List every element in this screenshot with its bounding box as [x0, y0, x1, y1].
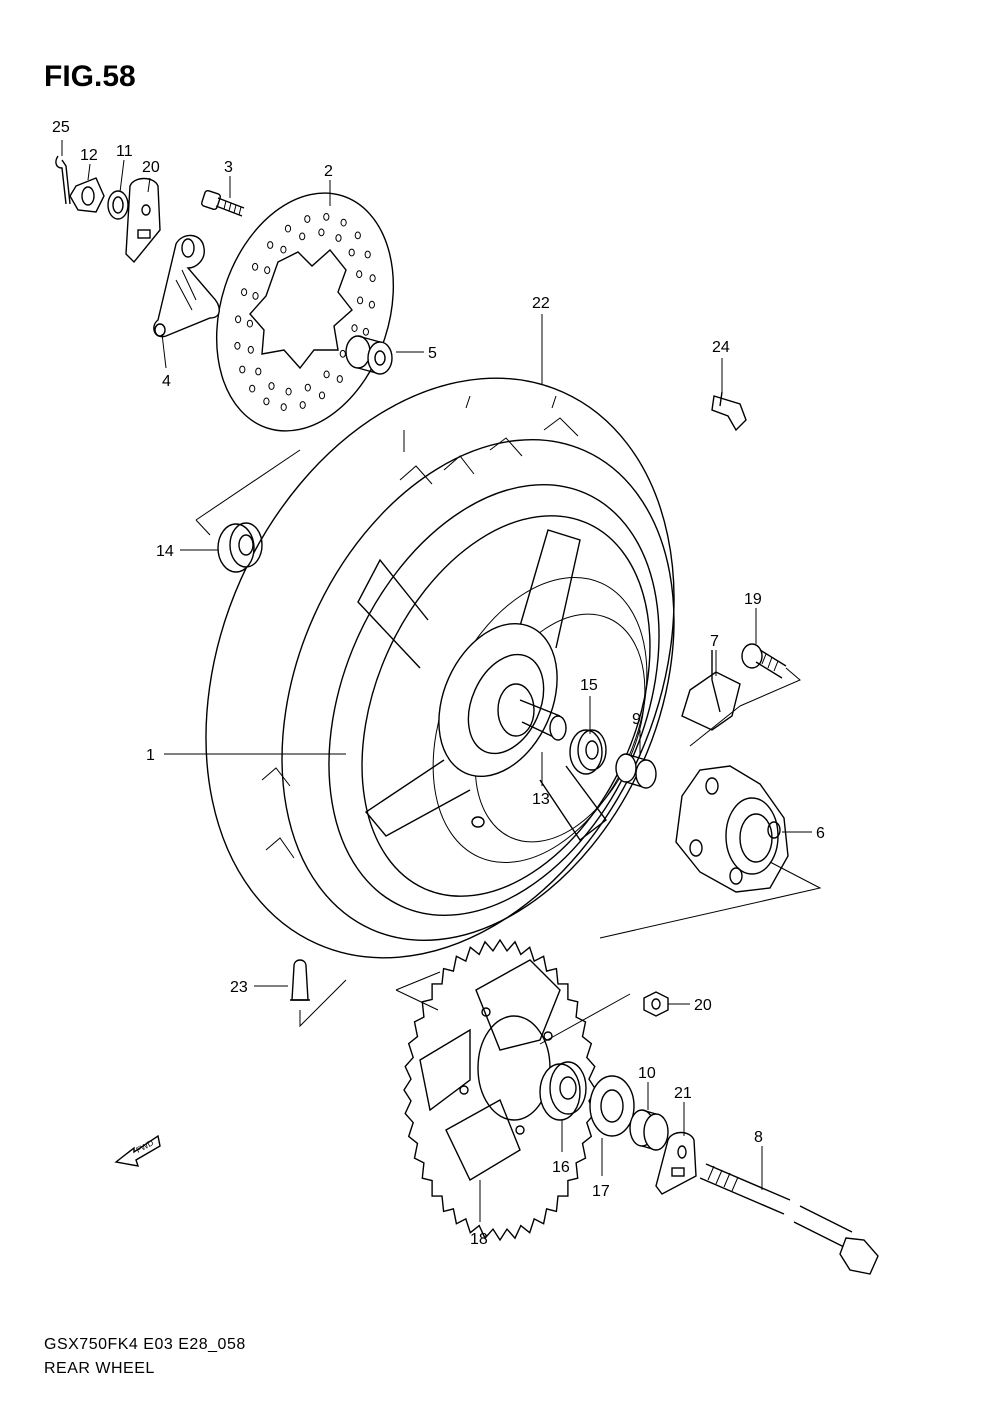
brake-disc — [215, 192, 395, 432]
air-valve — [290, 959, 310, 1001]
sprocket-nut — [643, 991, 669, 1017]
label-16: 16 — [552, 1159, 570, 1176]
caliper-bolt — [200, 189, 245, 217]
disc-hole — [357, 296, 364, 305]
disc-hole — [255, 367, 262, 376]
label-2: 2 — [324, 163, 333, 180]
diagram-name: REAR WHEEL — [44, 1360, 155, 1377]
disc-hole — [246, 319, 253, 328]
disc-hole — [335, 234, 342, 242]
label-10: 10 — [638, 1065, 656, 1082]
disc-hole — [241, 288, 248, 297]
damper-7 — [681, 650, 741, 731]
disc-hole — [369, 274, 376, 283]
disc-hole — [267, 241, 274, 249]
sprocket-drum — [675, 765, 789, 893]
rear-sprocket — [403, 938, 597, 1242]
rear-axle — [699, 1163, 879, 1275]
disc-hole — [280, 245, 287, 254]
disc-hole — [362, 327, 369, 336]
disc-hole — [318, 391, 326, 400]
disc-hole — [299, 401, 306, 409]
disc-hole — [280, 403, 287, 412]
label-13: 13 — [532, 791, 550, 808]
torque-link — [153, 234, 220, 338]
plate-top — [125, 177, 161, 264]
castle-nut — [69, 177, 105, 213]
disc-hole — [264, 266, 271, 275]
cotter-pin — [55, 155, 71, 205]
label-18: 18 — [470, 1231, 488, 1248]
label-7: 7 — [710, 633, 719, 650]
label-12: 12 — [80, 147, 98, 164]
disc-hole — [304, 215, 311, 223]
label-25: 25 — [52, 119, 70, 136]
leader-lines — [61, 140, 822, 1222]
disc-hole — [234, 341, 241, 350]
label-3: 3 — [224, 159, 233, 176]
label-1: 1 — [146, 747, 155, 764]
label-6: 6 — [816, 825, 825, 842]
disc-hole — [323, 370, 330, 379]
disc-hole — [351, 324, 358, 333]
model-code: GSX750FK4 E03 E28_058 — [44, 1336, 246, 1353]
label-19: 19 — [744, 591, 762, 608]
label-20-top: 20 — [142, 159, 160, 176]
label-23: 23 — [230, 979, 248, 996]
part-labels: 25 12 11 20 3 2 4 5 22 24 14 1 13 15 9 7… — [52, 119, 825, 1248]
label-4: 4 — [162, 373, 171, 390]
disc-hole — [339, 349, 346, 358]
label-8: 8 — [754, 1129, 763, 1146]
disc-hole — [285, 387, 292, 396]
disc-hole — [368, 300, 375, 309]
bearing-16 — [539, 1061, 587, 1121]
label-17: 17 — [592, 1183, 610, 1200]
figure-title: FIG.58 — [44, 60, 136, 93]
disc-hole — [354, 231, 361, 240]
disc-hole — [299, 232, 306, 241]
disc-hole — [249, 384, 256, 393]
bearing-14 — [217, 522, 263, 573]
bearing-15 — [569, 729, 607, 775]
clip-24 — [711, 391, 747, 432]
disc-hole — [252, 292, 259, 300]
spacer-9 — [615, 753, 657, 789]
forward-arrow-icon: FWD — [114, 1134, 161, 1167]
washer-11 — [107, 190, 129, 220]
disc-hole — [252, 262, 259, 271]
disc-hole — [247, 345, 254, 354]
label-14: 14 — [156, 543, 174, 560]
label-21: 21 — [674, 1085, 692, 1102]
label-5: 5 — [428, 345, 437, 362]
disc-hole — [336, 375, 343, 383]
label-22: 22 — [532, 295, 550, 312]
bolt-19 — [741, 643, 787, 679]
disc-hole — [268, 382, 275, 390]
disc-hole — [356, 270, 363, 279]
disc-hole — [348, 248, 355, 257]
label-20-nut: 20 — [694, 997, 712, 1014]
disc-hole — [364, 250, 371, 259]
disc-hole — [284, 224, 292, 233]
spacer-10 — [629, 1109, 669, 1151]
spacer-5 — [345, 335, 393, 375]
label-15: 15 — [580, 677, 598, 694]
oil-seal — [589, 1075, 635, 1137]
plate-21 — [655, 1131, 697, 1195]
disc-hole — [263, 397, 270, 406]
disc-hole — [304, 383, 311, 392]
disc-hole — [340, 218, 347, 227]
label-9: 9 — [632, 711, 641, 728]
disc-hole — [318, 228, 325, 237]
disc-hole — [323, 213, 330, 221]
label-11: 11 — [116, 143, 133, 160]
label-24: 24 — [712, 339, 730, 356]
disc-hole — [235, 315, 242, 324]
disc-hole — [239, 365, 246, 374]
